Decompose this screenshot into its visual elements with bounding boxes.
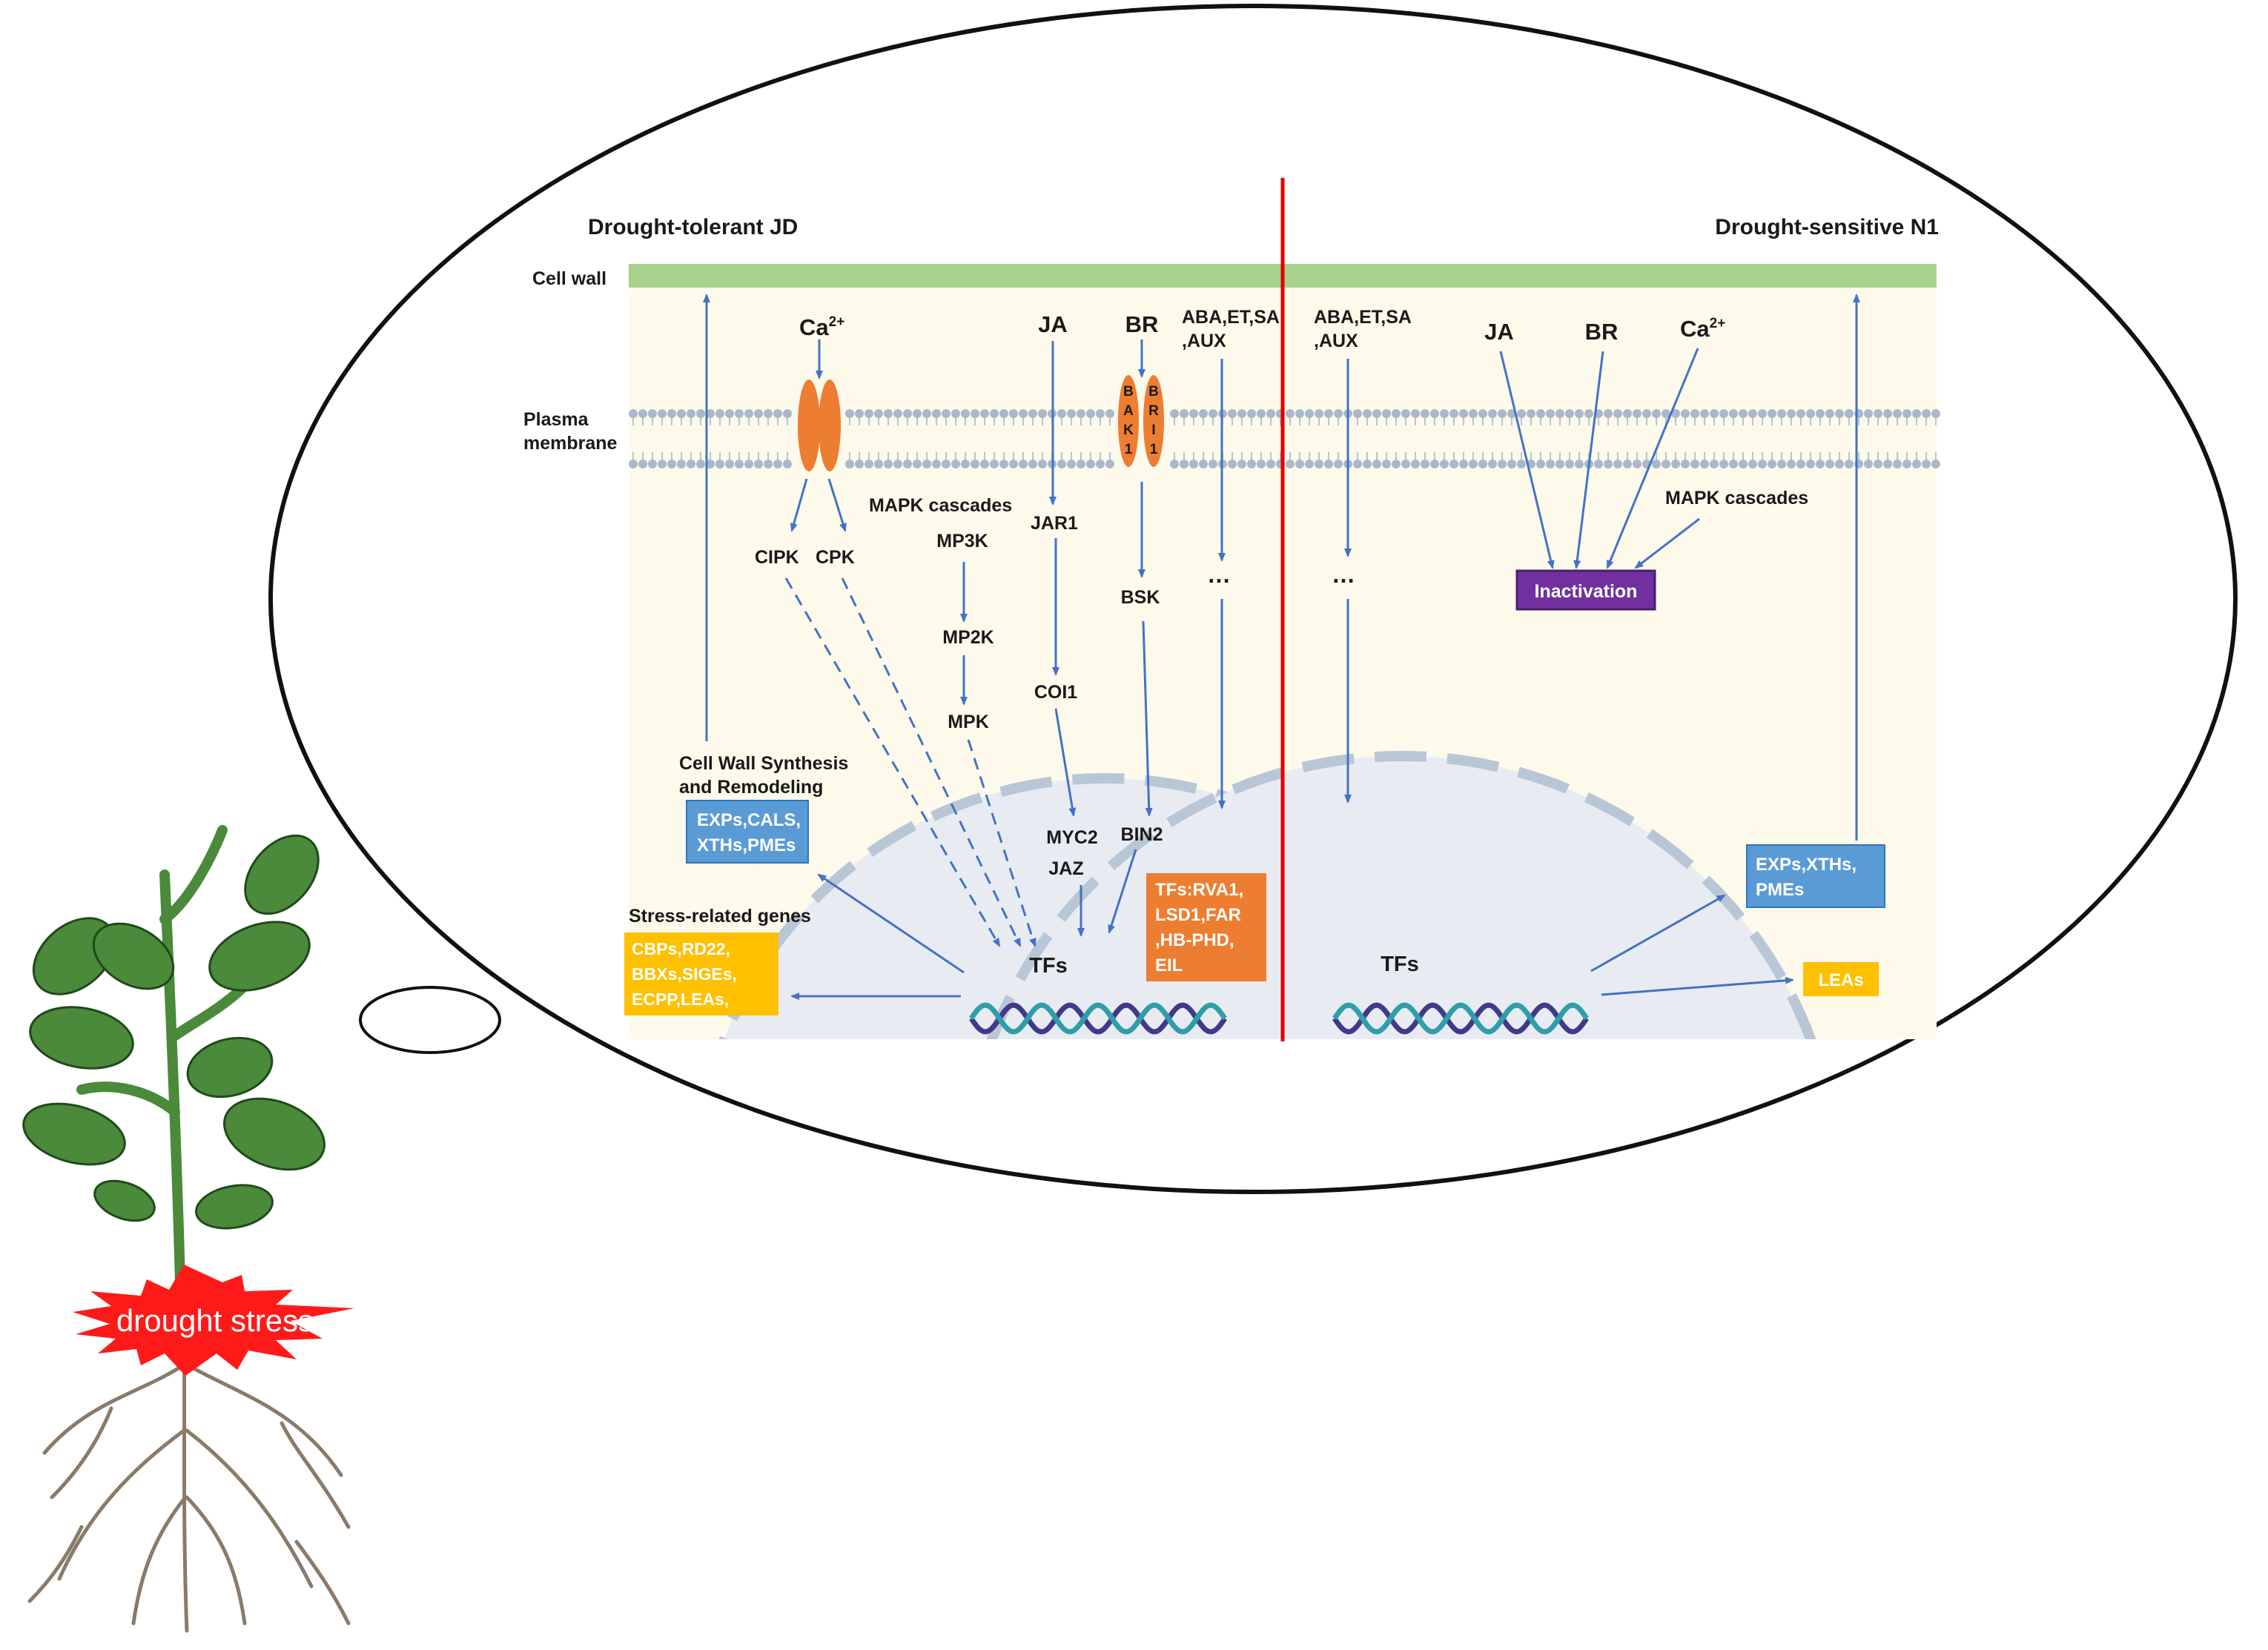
cipk-label: CIPK <box>755 547 799 568</box>
tf-box-line-4: EIL <box>1155 955 1183 975</box>
inactivation-label: Inactivation <box>1535 581 1638 602</box>
arrow-tfs-to-exps-right <box>1590 894 1726 973</box>
tf-box <box>1146 873 1266 981</box>
right-title: Drought-sensitive N1 <box>1715 215 1939 239</box>
stress-box-line-3: ECPP,LEAs, <box>632 990 729 1009</box>
bin2-label: BIN2 <box>1121 824 1163 845</box>
ca-left-label: Ca2+ <box>799 314 844 340</box>
exps-left-box <box>686 800 809 864</box>
arrow-tfs-to-leas <box>1601 976 1794 996</box>
leaves <box>22 834 325 1230</box>
nucleus-right <box>986 751 1816 1039</box>
svg-text:B: B <box>1148 384 1159 400</box>
thought-bubble-small <box>359 986 501 1054</box>
svg-text:1: 1 <box>1125 442 1133 457</box>
plasma-membrane-label-2: membrane <box>523 433 618 454</box>
cell-wall-synth-1: Cell Wall Synthesis <box>679 753 848 774</box>
hormones-left-2: ,AUX <box>1182 331 1226 351</box>
ja-right-label: JA <box>1484 319 1514 345</box>
left-title: Drought-tolerant JD <box>588 215 798 239</box>
jar1-label: JAR1 <box>1031 513 1078 534</box>
bak1-letters: B A K 1 <box>1123 384 1134 457</box>
ca-right-label: Ca2+ <box>1680 316 1725 342</box>
mp3k-label: MP3K <box>936 531 988 551</box>
bri1-letters: B R I 1 <box>1148 384 1159 457</box>
mapk-cascades-left: MAPK cascades <box>869 495 1012 516</box>
arrow-cpk-to-tfs <box>841 577 1022 947</box>
exps-right-line-2: PMEs <box>1756 880 1804 900</box>
stress-genes-label: Stress-related genes <box>629 906 811 927</box>
bri1-receptor <box>1143 375 1164 467</box>
ca-channel-right <box>819 380 841 471</box>
svg-text:B: B <box>1123 384 1134 400</box>
arrow-tfs-to-cell-wall-genes <box>817 873 965 974</box>
exps-left-line-2: XTHs,PMEs <box>697 835 796 855</box>
arrow-ca-to-inactivation <box>1606 348 1699 569</box>
arrow-bin2-to-tfs <box>1108 849 1137 934</box>
svg-text:R: R <box>1148 403 1159 419</box>
jaz-label: JAZ <box>1048 858 1083 879</box>
exps-right-line-1: EXPs,XTHs, <box>1756 855 1857 875</box>
hormones-right-1: ABA,ET,SA <box>1314 307 1412 328</box>
arrow-mpk-to-tfs <box>967 739 1037 947</box>
stress-box-line-2: BBXs,SIGEs, <box>632 964 737 984</box>
arrow-bsk-to-bin2 <box>1142 620 1153 817</box>
arrow-channel-to-cipk <box>790 478 808 532</box>
bsk-label: BSK <box>1121 587 1160 608</box>
arrow-mapk-to-inactivation <box>1634 517 1700 569</box>
ca-channel-left <box>798 380 820 471</box>
tfs-left-label: TFs <box>1029 954 1068 978</box>
mapk-cascades-right: MAPK cascades <box>1665 488 1808 508</box>
leas-box <box>1803 962 1879 996</box>
ja-left-label: JA <box>1038 311 1068 337</box>
tf-box-line-2: LSD1,FAR <box>1155 905 1241 925</box>
br-right-label: BR <box>1585 319 1619 345</box>
mp2k-label: MP2K <box>942 627 994 648</box>
cpk-label: CPK <box>816 547 855 568</box>
stress-box-line-1: CBPs,RD22, <box>632 939 730 958</box>
svg-text:I: I <box>1151 423 1155 438</box>
hormones-right-2: ,AUX <box>1314 331 1358 351</box>
arrow-cipk-to-tfs <box>784 577 1001 947</box>
leas-label: LEAs <box>1818 970 1863 990</box>
exps-right-box <box>1746 844 1885 908</box>
svg-text:K: K <box>1123 423 1134 438</box>
drought-stress-starburst <box>73 1265 354 1376</box>
tf-box-line-1: TFs:RVA1, <box>1155 880 1243 900</box>
arrow-ja-to-inactivation <box>1499 351 1555 569</box>
cell-wall-synth-2: and Remodeling <box>679 777 823 798</box>
cell-wall-label: Cell wall <box>532 268 606 289</box>
dna-helix-right <box>1332 1002 1589 1035</box>
svg-text:1: 1 <box>1150 442 1158 457</box>
svg-text:A: A <box>1123 403 1134 419</box>
coi1-label: COI1 <box>1034 682 1077 703</box>
br-left-label: BR <box>1125 311 1159 337</box>
bak1-receptor <box>1118 375 1139 467</box>
mpk-label: MPK <box>948 712 989 732</box>
tf-box-line-3: ,HB-PHD, <box>1155 930 1234 950</box>
drought-stress-label: drought stress <box>116 1303 314 1338</box>
stems <box>76 825 250 1317</box>
myc2-label: MYC2 <box>1046 827 1097 848</box>
hormones-left-1: ABA,ET,SA <box>1182 307 1280 328</box>
arrow-br-to-inactivation <box>1573 351 1604 569</box>
inactivation-box <box>1515 569 1656 611</box>
dna-helix-left <box>969 1002 1227 1035</box>
arrow-channel-to-cpk <box>827 478 847 532</box>
arrow-coi1-to-myc2 <box>1054 708 1077 817</box>
plasma-membrane-label-1: Plasma <box>523 409 589 430</box>
stress-genes-box <box>624 932 778 1015</box>
exps-left-line-1: EXPs,CALS, <box>697 810 801 830</box>
roots <box>27 1302 351 1633</box>
soybean-plant <box>22 825 351 1633</box>
ellipsis-left: … <box>1207 561 1231 588</box>
tfs-right-label: TFs <box>1381 952 1419 976</box>
ellipsis-right: … <box>1332 561 1355 588</box>
